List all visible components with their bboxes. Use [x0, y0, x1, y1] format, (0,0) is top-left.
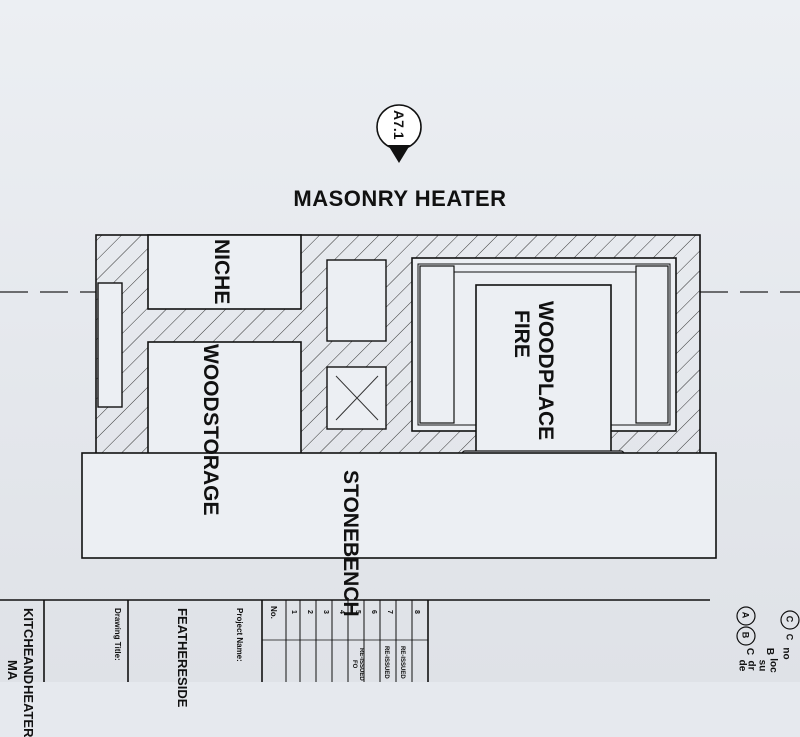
masonry-heater-plan [0, 104, 800, 682]
revision-no-1: 1 [290, 610, 297, 614]
project-name-line1: RESIDE [175, 659, 190, 708]
legend-item-3-text: su [756, 659, 768, 672]
drawing-title-line3: KITCHE [21, 608, 36, 657]
drawing-title-cell: HEATER AND MA KITCHE Drawing Title: [0, 602, 128, 737]
legend-item-5-text: de [736, 659, 748, 672]
upper-flue-box [326, 259, 387, 342]
section-marker-label: A7.1 [391, 110, 407, 140]
niche-label-text: NICHE [210, 239, 233, 305]
legend-item-4-symbol: C [744, 647, 756, 656]
revision-note-3: RE-ISSUED [399, 646, 405, 679]
revision-header: No. [269, 606, 278, 619]
revision-no-5: 5 [354, 610, 361, 614]
revision-note-2: RE-ISSUED [383, 646, 389, 679]
revision-no-6: 6 [370, 610, 377, 614]
wood-fire-place-label-line1: WOOD FIRE [510, 300, 557, 369]
drawing-title-line2: AND MA [5, 656, 36, 685]
legend-bubble-c: C [784, 615, 795, 623]
drawing-title-line1: HEATER [21, 684, 36, 737]
niche-opening [147, 234, 302, 310]
left-slot [97, 282, 123, 408]
title-block [0, 599, 710, 682]
project-name-cell: RESIDE FEATHE Project Name: [130, 602, 260, 707]
legend-symbols [736, 606, 800, 646]
revision-table: No. 1 2 3 4 5 6 7 8 RE-ISSUED FO RE-ISSU… [262, 602, 428, 682]
stone-bench [81, 452, 717, 559]
legend-item-1-text: no [780, 647, 792, 660]
revision-no-2: 2 [306, 610, 313, 614]
revision-no-8: 8 [413, 610, 420, 614]
legend: A B C C no B loc su C dr de [736, 602, 800, 682]
drawing-title-caption: Drawing Title: [113, 608, 122, 661]
wood-storage-label-line1: WOOD [199, 344, 222, 412]
legend-item-1-symbol: C [784, 633, 795, 641]
stone-bench-label-line2: BENCH [339, 541, 362, 617]
stone-bench-label-line1: STONE [339, 470, 362, 542]
project-name-line2: FEATHE [175, 608, 190, 660]
wood-fire-place-label-line2: PLACE [534, 368, 557, 440]
legend-bubble-b: B [740, 631, 751, 639]
revision-no-3: 3 [322, 610, 329, 614]
stone-bench-label: STONE BENCH [338, 470, 362, 617]
wood-fire-place-label: WOOD FIRE PLACE [509, 300, 557, 440]
firebox-right-chamber [635, 265, 669, 424]
section-marker [376, 104, 422, 163]
firebox-left-chamber [419, 265, 455, 424]
project-name-caption: Project Name: [235, 608, 244, 662]
legend-item-2-symbol: B [764, 647, 776, 656]
wood-storage-label-line2: STORAGE [199, 411, 222, 516]
cleanout-cross [335, 375, 379, 421]
drawing-title: MASONRY HEATER [293, 186, 507, 211]
wood-storage-label: WOOD STORAGE [198, 344, 222, 515]
revision-note-1: RE-ISSUED FO [351, 647, 364, 681]
wood-storage-opening [147, 341, 302, 456]
wood-fire-place-box [475, 284, 612, 456]
revision-no-4: 4 [338, 610, 345, 614]
revision-no-7: 7 [386, 610, 393, 614]
legend-item-2-text: loc [767, 658, 779, 673]
legend-bubble-a: A [740, 611, 751, 619]
niche-label: NICHE [209, 236, 233, 308]
